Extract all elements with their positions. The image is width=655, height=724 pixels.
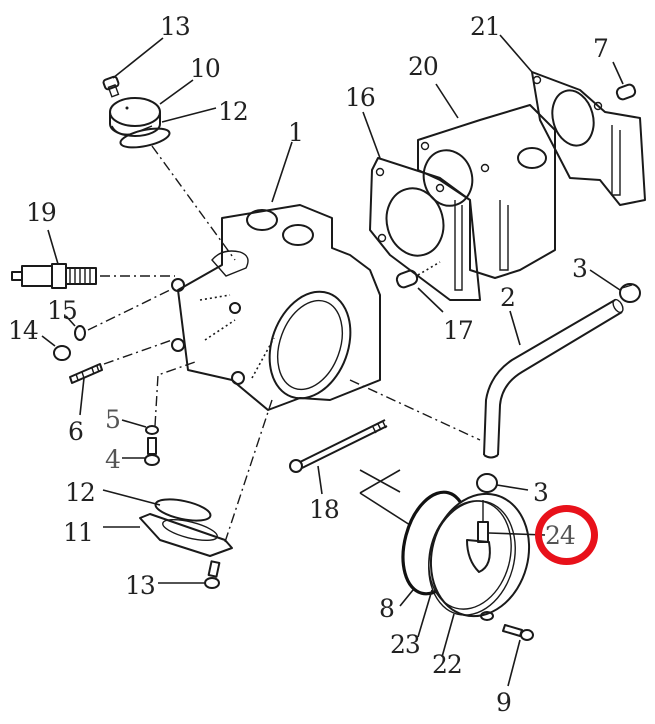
part-label-16: 16: [345, 83, 376, 112]
part-label-17: 17: [443, 316, 474, 345]
part-label-18: 18: [309, 495, 340, 524]
part-label-11: 11: [63, 518, 94, 547]
part-label-2: 2: [500, 283, 516, 312]
cylinder-block-icon: [417, 104, 556, 279]
spark-plug-icon: [11, 263, 97, 289]
hose-icon: [483, 298, 624, 459]
part-label-3b: 3: [533, 478, 549, 507]
part-label-9: 9: [496, 688, 512, 717]
cap-icon: [619, 283, 641, 303]
part-label-20: 20: [408, 52, 439, 81]
part-label-5: 5: [105, 405, 121, 434]
bolt-icon: [144, 437, 160, 466]
part-label-10: 10: [190, 54, 221, 83]
screw-icon: [102, 75, 120, 98]
part-label-4: 4: [105, 445, 121, 474]
part-label-21: 21: [470, 12, 501, 41]
long-bolt-icon: [289, 419, 388, 473]
thermostat-cover-icon: [139, 513, 233, 557]
part-label-14: 14: [8, 316, 39, 345]
part-label-1: 1: [288, 118, 304, 147]
part-label-15: 15: [47, 296, 78, 325]
dowel-pin-icon: [395, 269, 419, 289]
part-label-13b: 13: [125, 571, 156, 600]
water-pump-cover-icon: [428, 492, 531, 621]
washer-icon: [145, 425, 159, 435]
screw-icon: [502, 624, 534, 641]
nut-icon: [53, 345, 71, 361]
part-label-12a: 12: [218, 97, 249, 126]
part-label-12b: 12: [65, 478, 96, 507]
part-label-13a: 13: [160, 12, 191, 41]
part-label-7: 7: [593, 34, 609, 63]
part-label-23: 23: [390, 630, 421, 659]
part-label-22: 22: [432, 650, 463, 679]
screw-icon: [204, 560, 221, 589]
highlight-ring: [535, 505, 598, 565]
part-label-6: 6: [68, 417, 84, 446]
thermostat-cap-icon: [109, 97, 171, 149]
part-label-19: 19: [26, 198, 57, 227]
cylinder-head-icon: [171, 204, 381, 411]
part-label-24: 24: [545, 521, 576, 550]
cap-icon: [476, 473, 498, 493]
dowel-pin-icon: [615, 83, 637, 101]
base-gasket-icon: [531, 71, 646, 206]
washer-icon: [74, 325, 86, 341]
part-label-8: 8: [379, 594, 395, 623]
stud-bolt-icon: [69, 363, 103, 384]
part-label-3a: 3: [572, 254, 588, 283]
head-gasket-icon: [369, 157, 481, 301]
